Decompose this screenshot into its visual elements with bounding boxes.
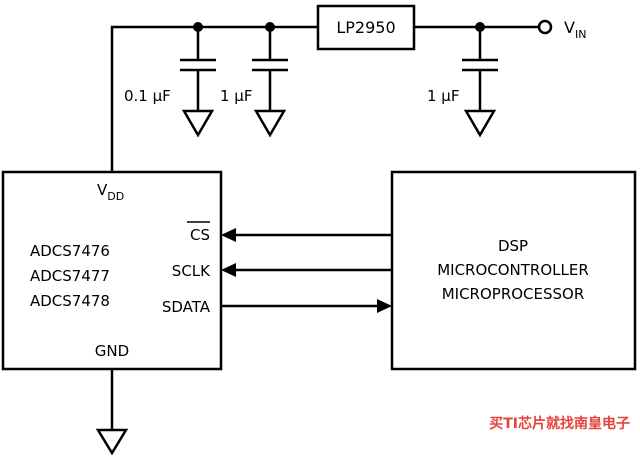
vdd-rail-wire [110,25,318,172]
pin-cs-label: CS [190,226,210,244]
cap3-label: 1 µF [427,87,459,105]
cap2-plates [252,58,288,72]
vin-terminal [537,19,553,35]
cap2-ground-symbol [253,109,287,138]
cap3-ground-symbol [463,109,497,138]
pin-sclk-label: SCLK [172,262,211,280]
cap3-plates [462,58,498,72]
adc-vdd-label: VDD [97,181,124,203]
controller-line-2: MICROCONTROLLER [437,261,589,279]
controller-line-1: DSP [498,237,528,255]
regulator-label: LP2950 [336,18,395,37]
cap1-label: 0.1 µF [124,87,171,105]
cap1-ground-symbol [181,109,215,138]
cs-arrowhead [221,228,236,242]
junction-dot-c3 [475,22,485,32]
adc-ground-symbol [95,428,129,456]
sdata-arrowhead [377,299,392,313]
adc-part-3: ADCS7478 [30,292,110,310]
adc-part-2: ADCS7477 [30,267,110,285]
pin-gnd-label: GND [95,342,129,360]
junction-dot-c1 [193,22,203,32]
regulator-box [316,4,416,51]
pin-sdata-label: SDATA [162,298,211,316]
vin-label: VIN [564,18,586,41]
adc-part-1: ADCS7476 [30,242,110,260]
junction-dot-c2 [265,22,275,32]
cap2-label: 1 µF [220,87,252,105]
controller-line-3: MICROPROCESSOR [442,285,585,303]
watermark: 买TI芯片就找南皇电子 [489,415,630,432]
cap1-plates [180,58,216,72]
sclk-arrowhead [221,263,236,277]
